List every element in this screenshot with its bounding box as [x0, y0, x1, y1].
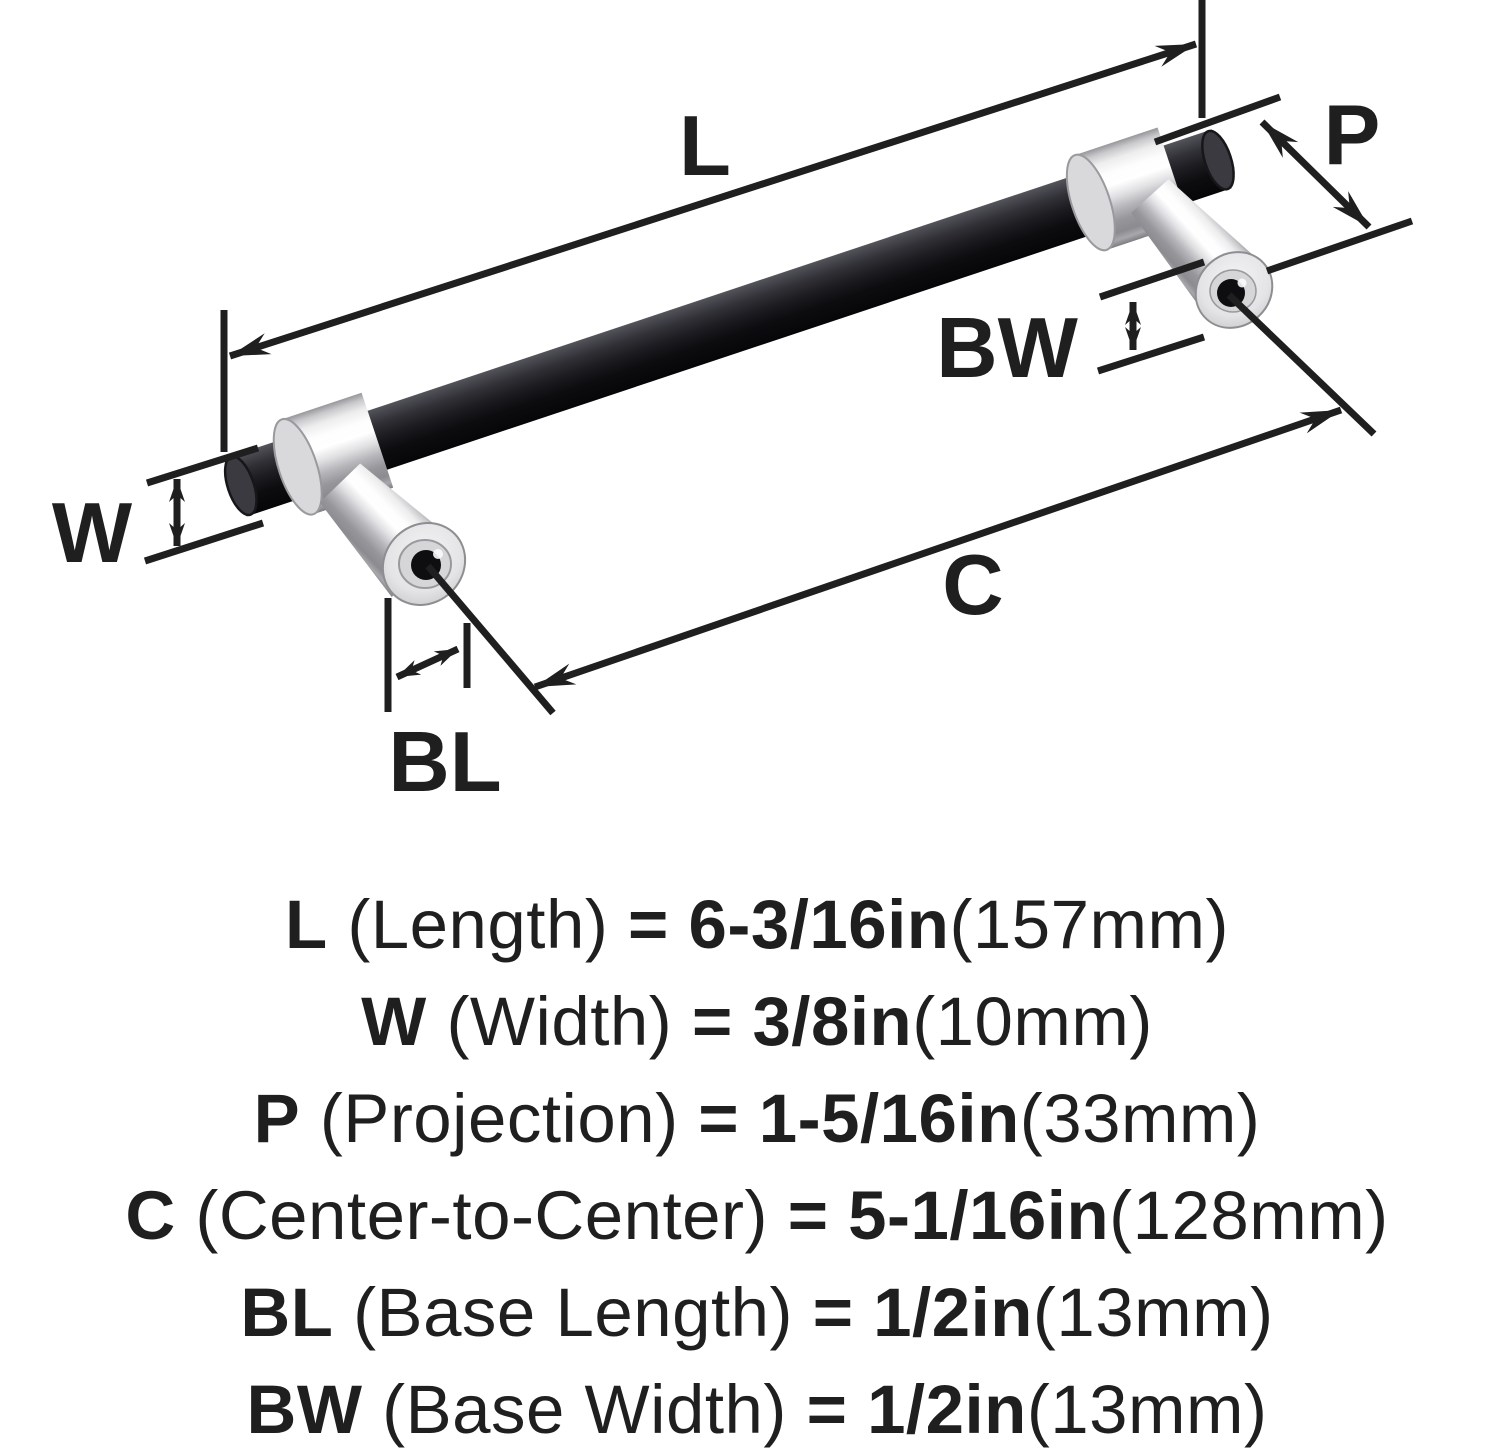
- dimension-C: [425, 292, 1377, 716]
- c-leader-right: [1226, 292, 1377, 437]
- label-W: W: [52, 486, 133, 581]
- right-hole-glint: [1237, 278, 1247, 288]
- spec-name: (Center-to-Center): [195, 1177, 769, 1254]
- bar-right-end-cap: [1201, 129, 1235, 191]
- spec-value: 1/2in: [873, 1274, 1033, 1351]
- spec-row-projection: P (Projection) = 1-5/16in(33mm): [7, 1070, 1500, 1167]
- label-BW: BW: [936, 301, 1078, 396]
- spec-abbr: W: [361, 983, 427, 1060]
- bw-witness-lower: [1096, 333, 1206, 375]
- spec-name: (Base Width): [382, 1371, 787, 1448]
- spec-metric: (13mm): [1032, 1274, 1274, 1351]
- equals-sign: =: [698, 1080, 740, 1157]
- bl-dimension-arrow: [395, 645, 460, 681]
- equals-sign: =: [691, 983, 733, 1060]
- spec-name: (Base Length): [353, 1274, 794, 1351]
- label-P: P: [1324, 88, 1381, 183]
- spec-metric: (10mm): [912, 983, 1153, 1060]
- label-BL: BL: [388, 715, 501, 810]
- w-witness-upper: [145, 444, 260, 487]
- equals-sign: =: [812, 1274, 854, 1351]
- equals-sign: =: [628, 886, 669, 963]
- p-witness-upper: [1153, 93, 1282, 146]
- spec-abbr: C: [125, 1177, 176, 1254]
- spec-name: (Width): [446, 983, 673, 1060]
- l-dimension-line: [228, 40, 1198, 360]
- spec-abbr: BL: [240, 1274, 334, 1351]
- spec-abbr: L: [285, 886, 328, 963]
- pull-handle-drawing: L W P BW C BL: [52, 0, 1414, 810]
- spec-metric: (33mm): [1019, 1080, 1261, 1157]
- spec-metric: (128mm): [1109, 1177, 1389, 1254]
- equals-sign: =: [787, 1177, 829, 1254]
- dimension-L: [220, 0, 1206, 452]
- c-leader-left: [425, 563, 556, 716]
- spec-value: 1/2in: [867, 1371, 1027, 1448]
- label-C: C: [942, 538, 1003, 633]
- w-witness-lower: [143, 519, 265, 565]
- spec-value: 5-1/16in: [848, 1177, 1110, 1254]
- p-dimension-arrow: [1259, 119, 1372, 230]
- dimension-BW: [1096, 258, 1206, 375]
- spec-value: 1-5/16in: [758, 1080, 1020, 1157]
- spec-value: 6-3/16in: [688, 886, 950, 963]
- dimension-spec-list: L (Length) = 6-3/16in(157mm) W (Width) =…: [7, 876, 1500, 1456]
- bw-witness-upper: [1098, 258, 1206, 301]
- dimension-BL: [384, 598, 471, 712]
- left-hole-glint: [433, 549, 443, 559]
- left-collar-face: [272, 417, 323, 516]
- c-dimension-line: [533, 406, 1343, 691]
- spec-row-base-length: BL (Base Length) = 1/2in(13mm): [7, 1264, 1500, 1361]
- spec-metric: (157mm): [949, 886, 1229, 963]
- spec-row-length: L (Length) = 6-3/16in(157mm): [7, 876, 1500, 973]
- spec-abbr: BW: [246, 1371, 363, 1448]
- spec-metric: (13mm): [1026, 1371, 1268, 1448]
- spec-name: (Projection): [319, 1080, 679, 1157]
- spec-name: (Length): [347, 886, 609, 963]
- spec-abbr: P: [253, 1080, 301, 1157]
- spec-row-base-width: BW (Base Width) = 1/2in(13mm): [7, 1361, 1500, 1456]
- label-L: L: [679, 99, 731, 194]
- spec-row-center-to-center: C (Center-to-Center) = 5-1/16in(128mm): [7, 1167, 1500, 1264]
- dimension-W: [143, 444, 265, 565]
- equals-sign: =: [806, 1371, 848, 1448]
- p-witness-lower: [1265, 217, 1414, 275]
- spec-value: 3/8in: [752, 983, 913, 1060]
- spec-row-width: W (Width) = 3/8in(10mm): [7, 973, 1500, 1070]
- dimension-P: [1153, 93, 1414, 275]
